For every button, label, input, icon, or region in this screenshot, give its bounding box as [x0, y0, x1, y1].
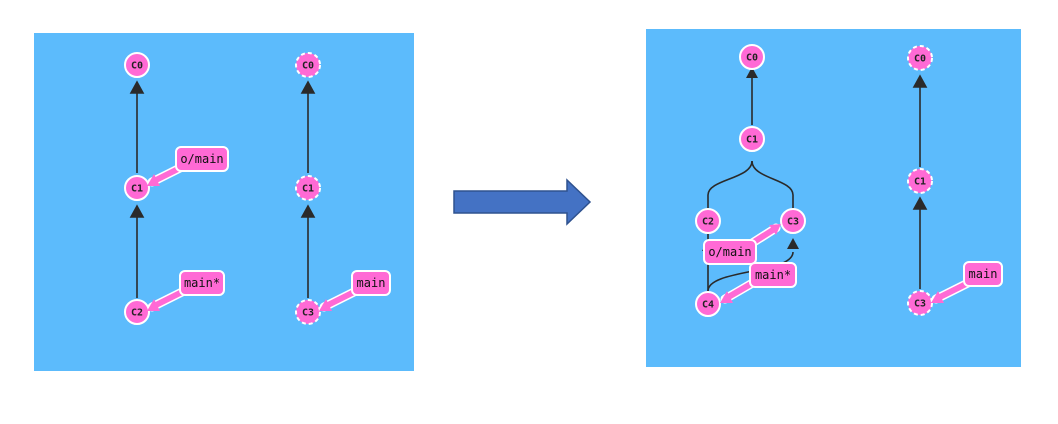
- after-remote-commit-c1: C1: [907, 168, 933, 194]
- svg-text:main: main: [357, 276, 386, 290]
- svg-text:C3: C3: [914, 299, 926, 310]
- svg-text:main: main: [969, 267, 998, 281]
- svg-text:C2: C2: [702, 217, 714, 228]
- svg-text:o/main: o/main: [180, 152, 223, 166]
- before-remote-commit-c1: C1: [295, 175, 321, 201]
- after-branch-main: main*: [720, 262, 797, 304]
- after-local-commit-c3: C3: [780, 208, 806, 234]
- before-branch-o-main: o/main: [147, 146, 229, 187]
- after-branch-o-main: o/main: [703, 223, 781, 265]
- after-panel-background: [646, 29, 1021, 367]
- svg-text:o/main: o/main: [708, 245, 751, 259]
- before-local-commit-c0: C0: [124, 52, 150, 78]
- before-panel: C0 C1 C2 C0 C1 C3 o/main main*: [34, 33, 414, 371]
- svg-text:C3: C3: [302, 308, 314, 319]
- svg-text:C0: C0: [914, 54, 926, 65]
- before-local-commit-c2: C2: [124, 299, 150, 325]
- svg-text:C0: C0: [302, 61, 314, 72]
- after-remote-commit-c0: C0: [907, 45, 933, 71]
- svg-text:C2: C2: [131, 308, 143, 319]
- after-remote-edges: [912, 74, 928, 289]
- after-local-commit-c1: C1: [739, 126, 765, 152]
- svg-text:main*: main*: [184, 276, 220, 290]
- before-branch-main: main*: [147, 270, 225, 312]
- after-remote-branch-main: main: [931, 261, 1003, 304]
- before-local-edges: [129, 80, 145, 298]
- after-panel: C0 C1 C2 C3 C4 C0 C1 C3 o/main: [646, 29, 1021, 367]
- right-arrow-icon: [453, 178, 592, 226]
- svg-text:C1: C1: [131, 184, 143, 195]
- svg-text:C0: C0: [131, 61, 143, 72]
- svg-text:main*: main*: [755, 268, 791, 282]
- after-local-commit-c0: C0: [739, 44, 765, 70]
- svg-text:C0: C0: [746, 53, 758, 64]
- svg-text:C1: C1: [746, 135, 758, 146]
- after-local-commit-c2: C2: [695, 208, 721, 234]
- svg-text:C1: C1: [914, 177, 926, 188]
- svg-text:C3: C3: [787, 217, 799, 228]
- svg-text:C4: C4: [702, 300, 714, 311]
- before-remote-branch-main: main: [319, 270, 391, 312]
- before-local-commit-c1: C1: [124, 175, 150, 201]
- before-panel-background: [34, 33, 414, 371]
- svg-text:C1: C1: [302, 184, 314, 195]
- after-local-commit-c4: C4: [695, 291, 721, 317]
- after-remote-commit-c3: C3: [907, 290, 933, 316]
- before-remote-commit-c0: C0: [295, 52, 321, 78]
- before-remote-edges: [300, 80, 316, 298]
- before-remote-commit-c3: C3: [295, 299, 321, 325]
